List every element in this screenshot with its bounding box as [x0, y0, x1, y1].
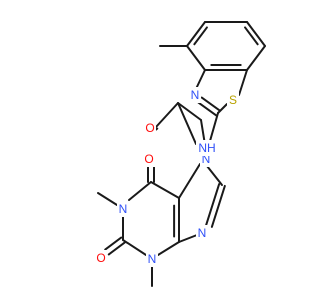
atom-n1: N — [117, 201, 129, 217]
bond-c2-n3b — [200, 96, 221, 112]
bond-layer — [97, 21, 266, 287]
svg-text:O: O — [145, 121, 154, 135]
bond-nh-c2 — [209, 112, 219, 142]
svg-text:S: S — [229, 93, 237, 107]
bond-c5-c4-double — [193, 26, 208, 46]
bond-s-c7a — [238, 69, 248, 96]
bond-ch2-ch2 — [177, 102, 202, 121]
bond-c8-n9 — [210, 184, 226, 228]
bond-n7-c8 — [206, 165, 223, 186]
svg-text:N: N — [119, 202, 128, 216]
atom-label-layer: N N N N O O O NH — [95, 87, 239, 267]
atom-nh-amide: NH — [196, 140, 218, 156]
svg-text:N: N — [191, 88, 200, 102]
bond-c4-c3a — [186, 45, 206, 71]
atom-o2: O — [95, 250, 107, 266]
svg-text:O: O — [144, 152, 153, 166]
atom-n3: N — [146, 251, 158, 267]
svg-text:NH: NH — [198, 141, 215, 155]
svg-text:N: N — [198, 226, 207, 240]
bond-c2-n3 — [122, 239, 147, 256]
bond-c7-c6-double — [244, 26, 259, 46]
atom-n9: N — [196, 225, 208, 241]
bond-n3-c4 — [157, 241, 180, 256]
bond-c7a-c7 — [246, 45, 266, 71]
bond-c2-o2 — [107, 241, 126, 256]
svg-text:N: N — [148, 252, 157, 266]
atom-n-benzothiazole: N — [189, 87, 201, 103]
bond-n9-c4 — [178, 234, 198, 243]
bond-c2-s — [217, 103, 228, 114]
bond-ch2-carbonyl — [155, 102, 179, 128]
bond-carbonyl-nh — [177, 102, 197, 145]
bond-c8-n9 — [205, 183, 221, 227]
bond-c5-c4 — [186, 21, 206, 47]
bond-c5-c6 — [150, 181, 180, 199]
bond-c7-c6 — [246, 21, 266, 47]
atom-s-benzothiazole: S — [227, 92, 239, 108]
bond-c5-n7 — [178, 163, 201, 199]
svg-text:O: O — [96, 251, 105, 265]
bond-n1-methyl — [97, 192, 118, 206]
molecule-diagram: N N N N O O O NH — [95, 21, 266, 287]
bond-c2-o2 — [104, 236, 123, 251]
atom-o-amide: O — [144, 120, 156, 136]
bond-c2-n3b — [197, 101, 218, 117]
atom-o6: O — [143, 151, 155, 167]
bond-c6-n1 — [128, 181, 152, 201]
svg-text:N: N — [202, 152, 211, 166]
